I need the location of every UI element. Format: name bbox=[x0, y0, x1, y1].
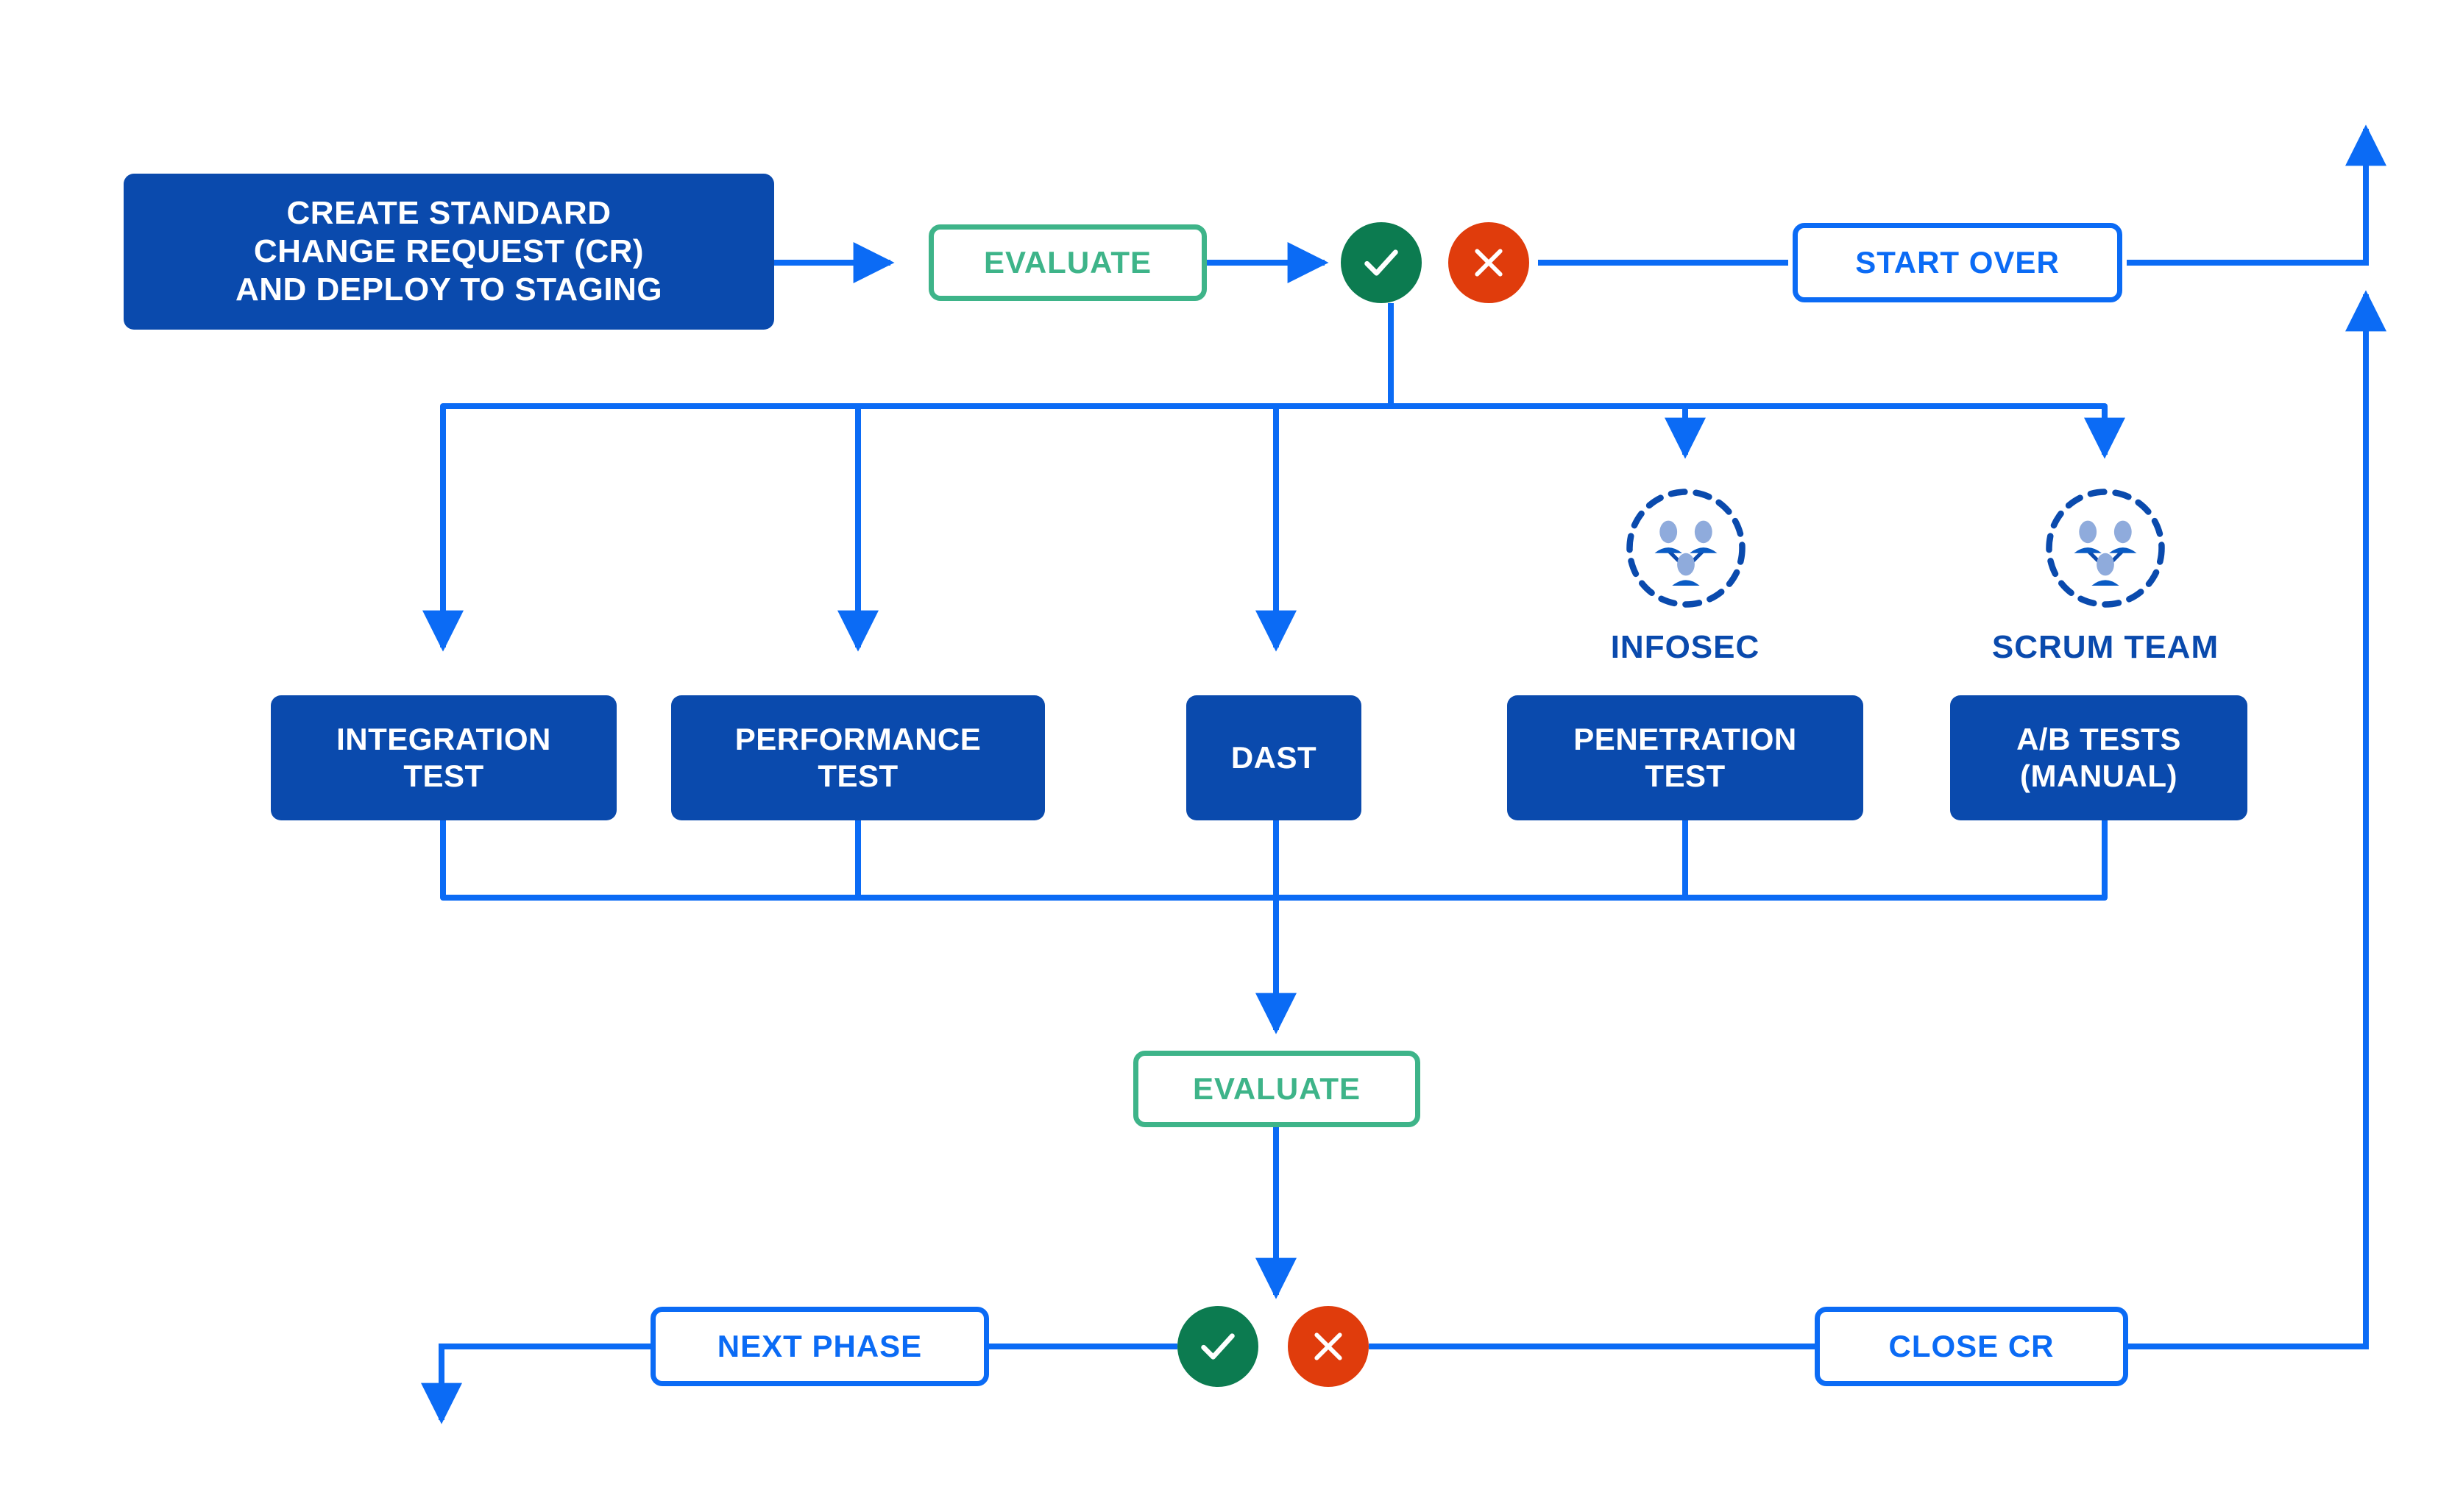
node-ab-tests[interactable]: A/B TESTS (MANUAL) bbox=[1950, 695, 2247, 820]
node-line: TEST bbox=[818, 759, 899, 793]
node-line: PERFORMANCE bbox=[734, 722, 982, 757]
x-circle-icon bbox=[1288, 1306, 1369, 1387]
node-line: DAST bbox=[1230, 740, 1317, 775]
node-label: EVALUATE bbox=[1192, 1071, 1361, 1106]
node-evaluate-top[interactable]: EVALUATE bbox=[929, 224, 1207, 301]
node-evaluate-bottom[interactable]: EVALUATE bbox=[1133, 1051, 1420, 1127]
node-line: INTEGRATION bbox=[336, 722, 551, 757]
node-label: START OVER bbox=[1855, 244, 2060, 280]
node-line: A/B TESTS bbox=[2016, 722, 2181, 757]
check-circle-icon bbox=[1177, 1306, 1258, 1387]
node-line: AND DEPLOY TO STAGING bbox=[235, 271, 663, 308]
node-label: EVALUATE bbox=[983, 244, 1152, 280]
team-label-scrum: SCRUM TEAM bbox=[1991, 629, 2219, 665]
node-label: CLOSE CR bbox=[1888, 1328, 2055, 1363]
node-close-cr[interactable]: CLOSE CR bbox=[1815, 1307, 2128, 1386]
node-line: CHANGE REQUEST (CR) bbox=[253, 233, 645, 270]
node-penetration-test[interactable]: PENETRATION TEST bbox=[1507, 695, 1863, 820]
node-integration-test[interactable]: INTEGRATION TEST bbox=[271, 695, 617, 820]
node-start-over[interactable]: START OVER bbox=[1793, 223, 2122, 302]
team-group-icon-scrum bbox=[2043, 486, 2168, 611]
x-circle-icon bbox=[1448, 222, 1529, 303]
node-dast[interactable]: DAST bbox=[1186, 695, 1361, 820]
check-circle-icon bbox=[1341, 222, 1422, 303]
node-line: PENETRATION bbox=[1573, 722, 1797, 757]
node-label: NEXT PHASE bbox=[717, 1328, 923, 1363]
node-create-change-request[interactable]: CREATE STANDARD CHANGE REQUEST (CR) AND … bbox=[124, 174, 774, 330]
node-line: TEST bbox=[1645, 759, 1726, 793]
team-label-infosec: INFOSEC bbox=[1610, 629, 1760, 665]
node-performance-test[interactable]: PERFORMANCE TEST bbox=[671, 695, 1045, 820]
node-line: CREATE STANDARD bbox=[286, 195, 612, 232]
node-line: (MANUAL) bbox=[2020, 759, 2177, 793]
team-group-icon-infosec bbox=[1623, 486, 1748, 611]
node-line: TEST bbox=[403, 759, 484, 793]
node-next-phase[interactable]: NEXT PHASE bbox=[651, 1307, 989, 1386]
